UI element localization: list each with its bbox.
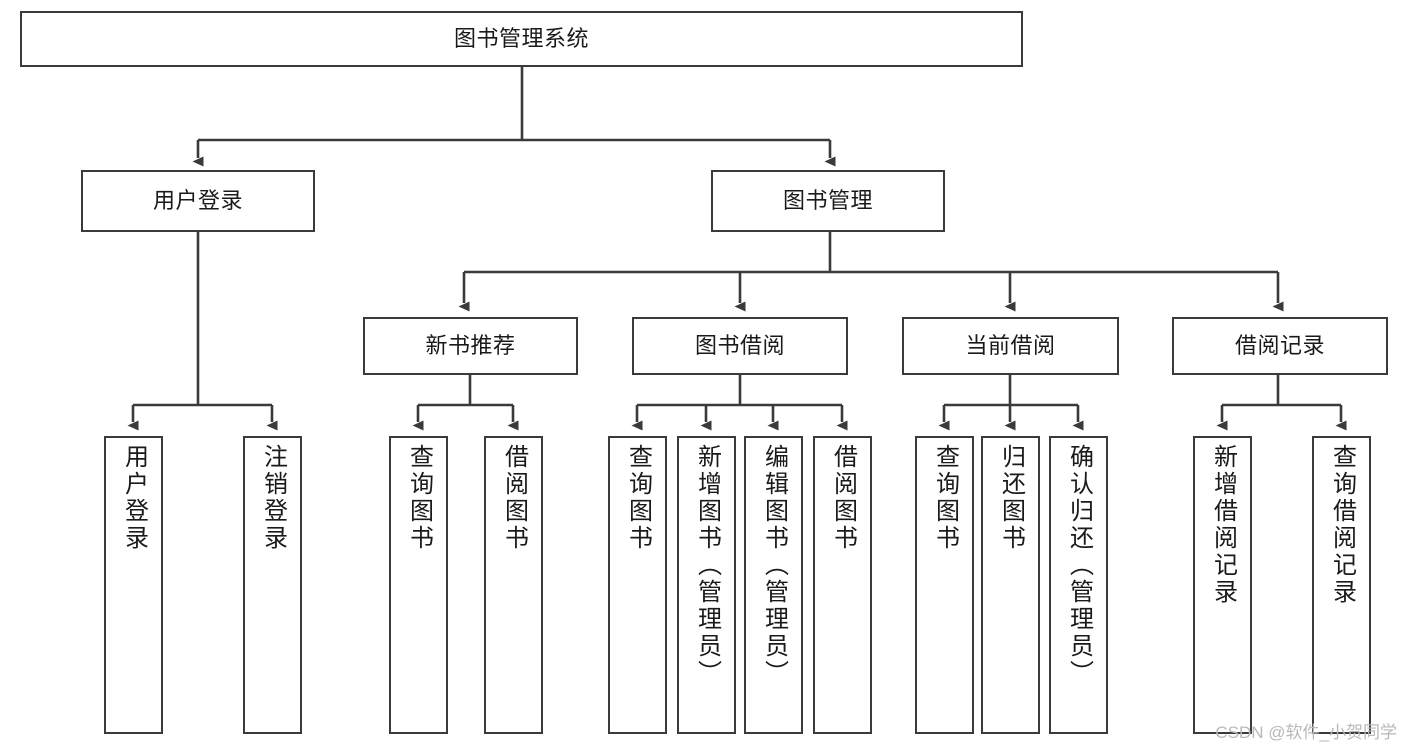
node-borrow-record-label: 借阅记录: [1234, 333, 1325, 359]
leaf-add-book[interactable]: 新增图书（管理员）: [677, 436, 736, 734]
leaf-query-book-2-label: 查询图书: [624, 444, 652, 552]
leaf-borrow-book-1[interactable]: 借阅图书: [484, 436, 543, 734]
node-book-borrow-label: 图书借阅: [694, 333, 785, 359]
node-current-borrow[interactable]: 当前借阅: [902, 317, 1119, 375]
node-root-label: 图书管理系统: [453, 26, 589, 52]
node-new-book-recommend-label: 新书推荐: [425, 333, 516, 359]
node-current-borrow-label: 当前借阅: [965, 333, 1056, 359]
leaf-add-book-label: 新增图书（管理员）: [693, 444, 721, 687]
leaf-user-login[interactable]: 用户登录: [104, 436, 163, 734]
node-borrow-record[interactable]: 借阅记录: [1172, 317, 1388, 375]
leaf-add-borrow-record-label: 新增借阅记录: [1209, 444, 1237, 606]
leaf-borrow-book-2[interactable]: 借阅图书: [813, 436, 872, 734]
leaf-edit-book[interactable]: 编辑图书（管理员）: [744, 436, 803, 734]
leaf-user-login-label: 用户登录: [120, 444, 148, 552]
node-new-book-recommend[interactable]: 新书推荐: [363, 317, 578, 375]
csdn-watermark: CSDN @软件_小贺同学: [1215, 723, 1397, 742]
leaf-query-borrow-record[interactable]: 查询借阅记录: [1312, 436, 1371, 734]
node-book-management-label: 图书管理: [782, 188, 873, 214]
leaf-borrow-book-1-label: 借阅图书: [500, 444, 528, 552]
leaf-logout-label: 注销登录: [259, 444, 287, 552]
node-user-login[interactable]: 用户登录: [81, 170, 315, 232]
leaf-borrow-book-2-label: 借阅图书: [829, 444, 857, 552]
leaf-query-book-1-label: 查询图书: [405, 444, 433, 552]
leaf-confirm-return[interactable]: 确认归还（管理员）: [1049, 436, 1108, 734]
leaf-confirm-return-label: 确认归还（管理员）: [1065, 444, 1093, 687]
leaf-query-borrow-record-label: 查询借阅记录: [1328, 444, 1356, 606]
node-book-borrow[interactable]: 图书借阅: [632, 317, 848, 375]
leaf-logout[interactable]: 注销登录: [243, 436, 302, 734]
node-root[interactable]: 图书管理系统: [20, 11, 1023, 67]
leaf-add-borrow-record[interactable]: 新增借阅记录: [1193, 436, 1252, 734]
leaf-return-book-label: 归还图书: [997, 444, 1025, 552]
leaf-query-book-3-label: 查询图书: [931, 444, 959, 552]
leaf-query-book-1[interactable]: 查询图书: [389, 436, 448, 734]
leaf-edit-book-label: 编辑图书（管理员）: [760, 444, 788, 687]
leaf-query-book-3[interactable]: 查询图书: [915, 436, 974, 734]
node-book-management[interactable]: 图书管理: [711, 170, 945, 232]
node-user-login-label: 用户登录: [152, 188, 243, 214]
leaf-return-book[interactable]: 归还图书: [981, 436, 1040, 734]
leaf-query-book-2[interactable]: 查询图书: [608, 436, 667, 734]
